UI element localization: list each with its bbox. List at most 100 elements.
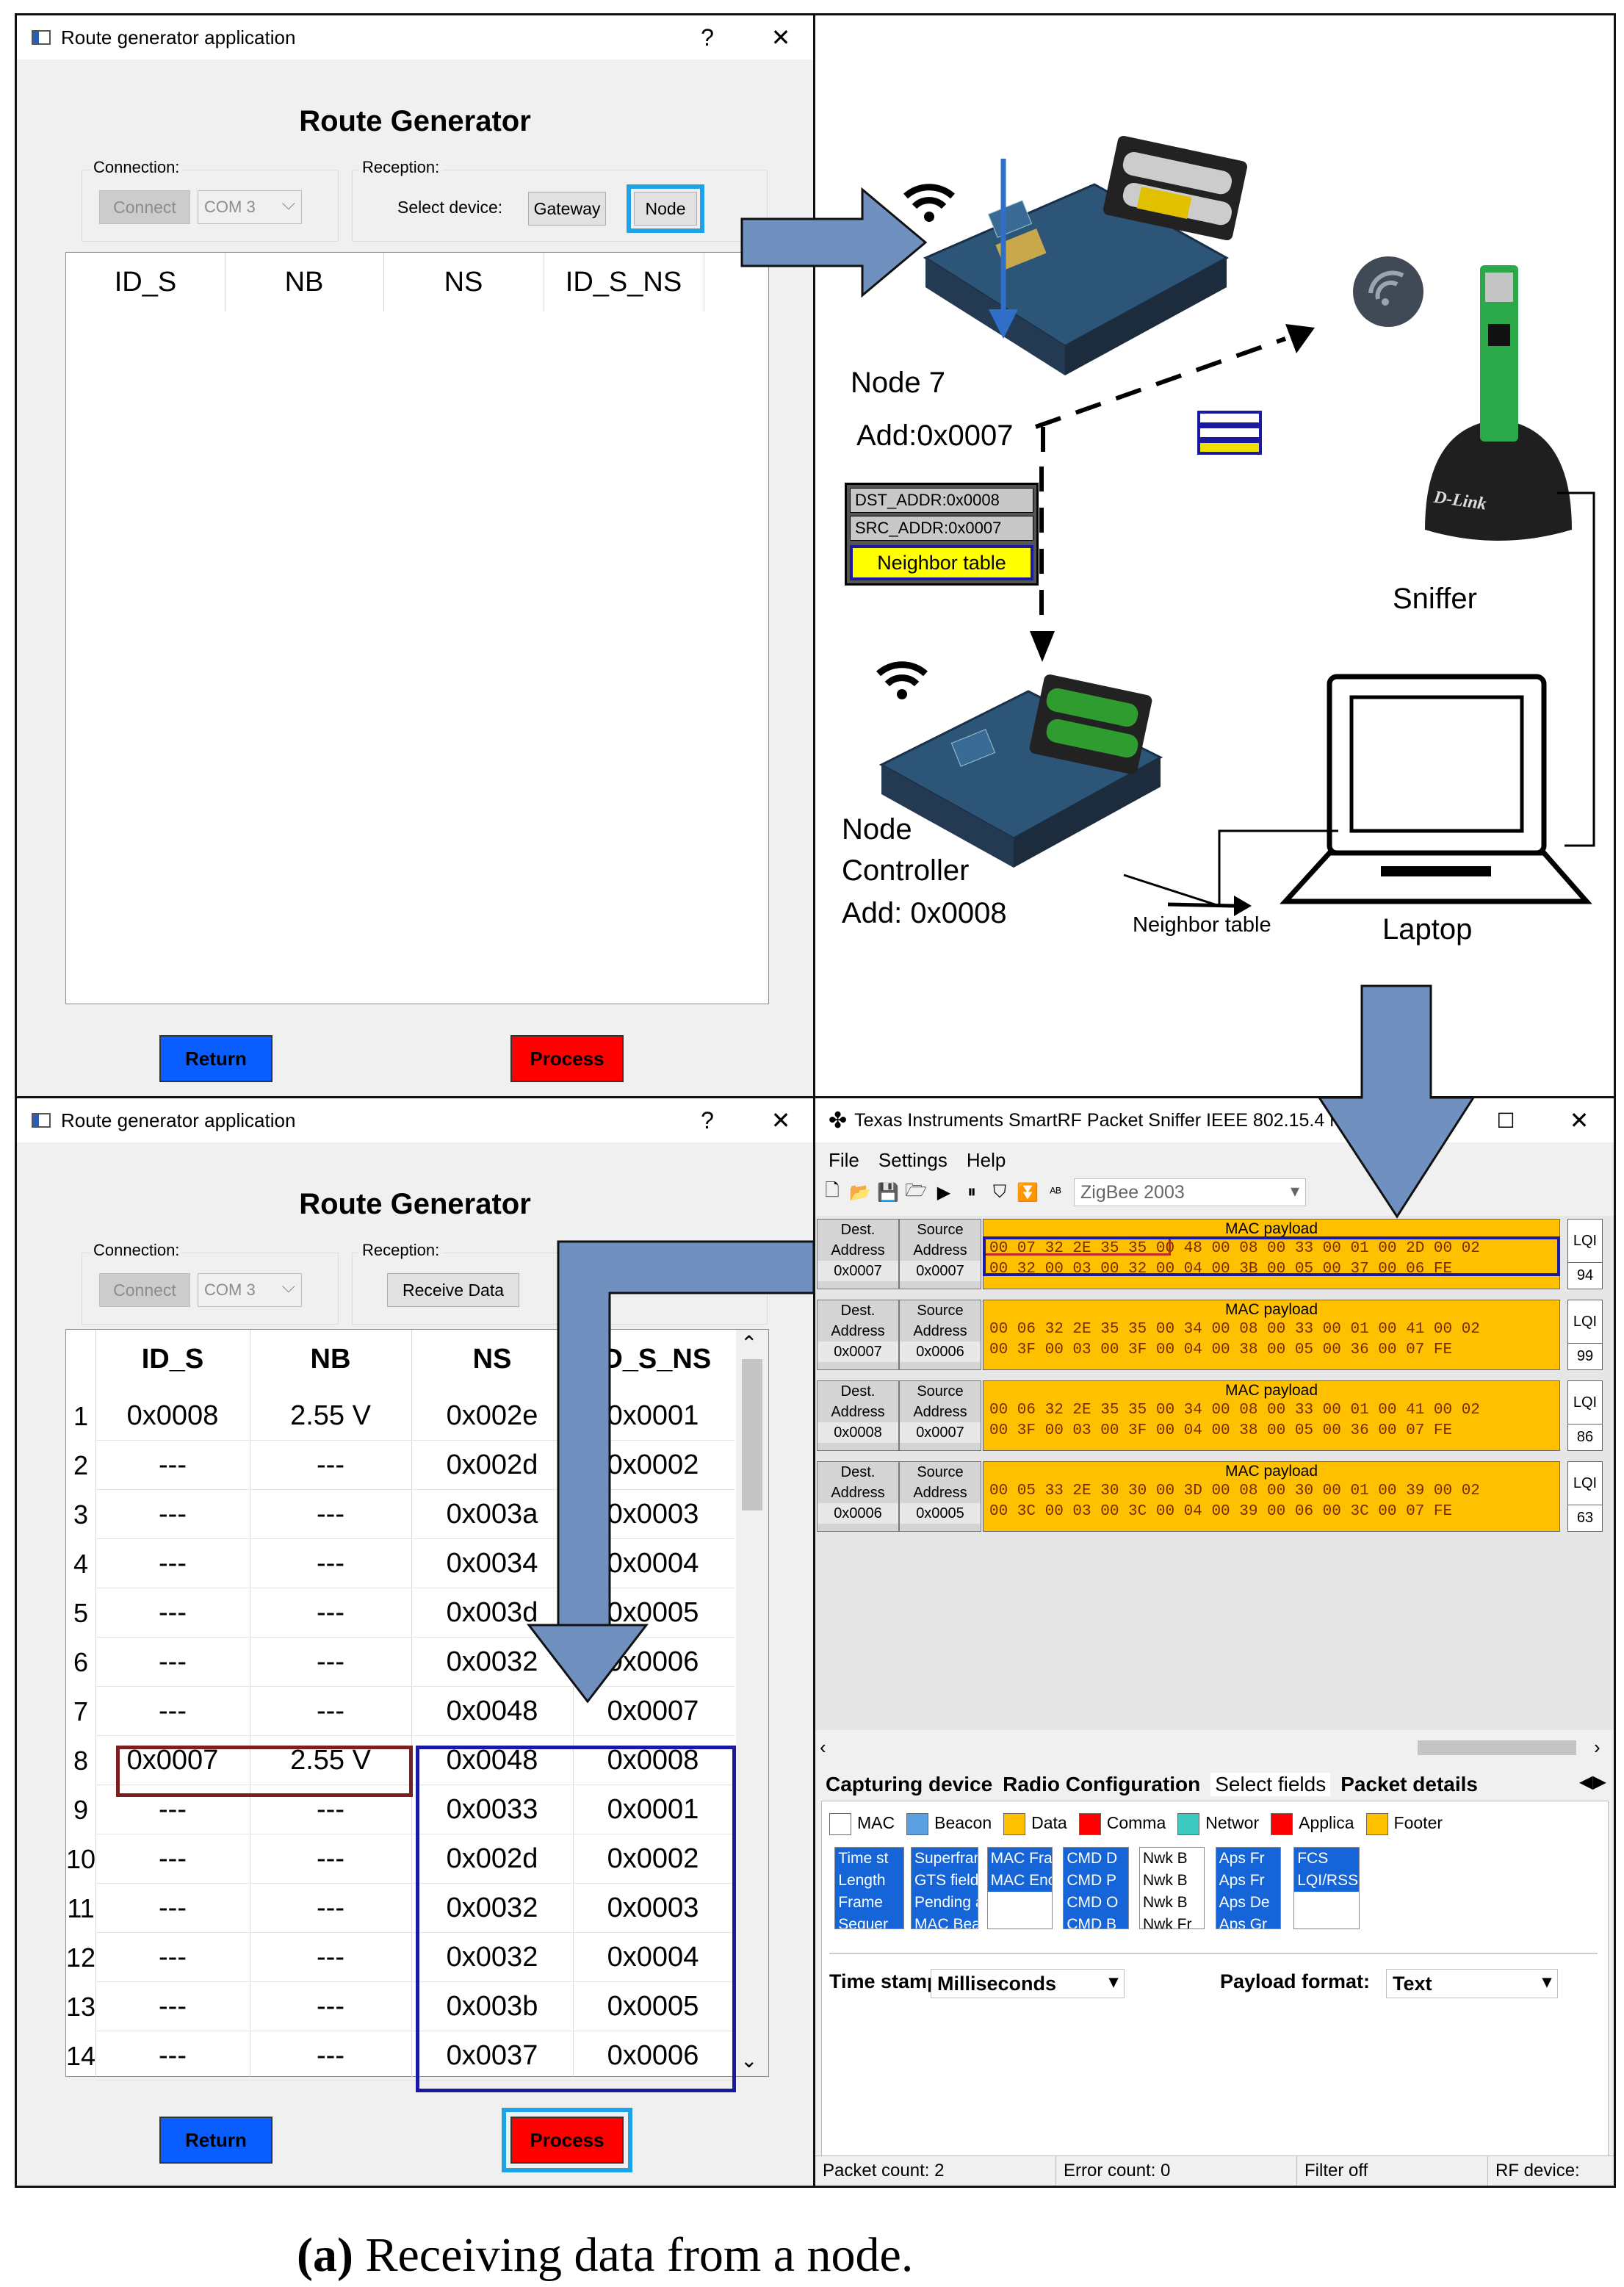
cell-nb[interactable]: --- [317,1696,344,1726]
new-icon[interactable]: 🗋 [825,1180,840,1200]
cell-id-s-ns[interactable]: 0x0005 [607,1991,699,2022]
filter-icon[interactable]: ⛉ [993,1182,1006,1202]
packet-row[interactable]: Dest. Address 0x0008 Source Address 0x00… [815,1380,1614,1454]
field-option[interactable]: Aps De [1216,1892,1280,1914]
row-number[interactable]: 3 [73,1499,89,1530]
pause-icon[interactable]: ⏸ [967,1182,976,1202]
field-option[interactable]: Superfram [911,1848,978,1870]
cell-nb[interactable]: --- [317,1892,344,1923]
cell-id-s[interactable]: --- [159,1449,187,1480]
cell-id-s-ns[interactable]: 0x0003 [607,1892,699,1923]
payload-format-select[interactable]: Text ▾ [1386,1969,1558,1998]
scrollbar-thumb[interactable] [742,1359,762,1510]
cell-ns[interactable]: 0x0037 [446,2040,538,2071]
field-list[interactable]: SuperframGTS fieldsPending adMAC BeacMAC… [910,1847,979,1929]
row-number[interactable]: 11 [67,1892,95,1923]
tab-packet-details[interactable]: Packet details [1340,1773,1478,1796]
cell-ns[interactable]: 0x003b [446,1991,538,2022]
menu-file[interactable]: File [829,1148,859,1171]
row-number[interactable]: 13 [65,1991,96,2022]
cell-id-s[interactable]: --- [159,1843,187,1874]
cell-id-s[interactable]: --- [159,1646,187,1677]
row-number[interactable]: 8 [73,1745,89,1776]
cell-id-s[interactable]: --- [159,1991,187,2022]
cell-nb[interactable]: --- [317,1548,344,1579]
node-button[interactable]: Node [634,192,697,226]
cell-ns[interactable]: 0x0032 [446,1892,538,1923]
column-header-ns[interactable]: NS [444,266,483,298]
cell-id-s[interactable]: --- [159,1548,187,1579]
help-button[interactable]: ? [701,1106,714,1134]
field-option[interactable]: MAC Fram [987,1848,1052,1870]
cell-ns[interactable]: 0x0032 [446,1942,538,1973]
field-option[interactable]: Length [835,1870,904,1892]
field-option[interactable]: Pending ad [911,1892,978,1914]
com-port-select[interactable]: COM 3 ⌵ [198,190,302,224]
cell-ns[interactable]: 0x0032 [446,1646,538,1677]
cell-id-s-ns[interactable]: 0x0001 [607,1794,699,1825]
tab-select-fields[interactable]: Select fields [1210,1773,1331,1796]
horizontal-scrollbar[interactable]: ‹ › [815,1736,1614,1758]
menu-settings[interactable]: Settings [878,1148,948,1171]
column-header-ns[interactable]: NS [472,1343,512,1375]
cell-id-s[interactable]: 0x0008 [126,1400,219,1431]
field-option[interactable]: Aps Gr [1216,1914,1280,1928]
cell-id-s-ns[interactable]: 0x0004 [607,1942,699,1973]
cell-nb[interactable]: 2.55 V [290,1400,371,1431]
field-option[interactable]: CMD D [1064,1848,1128,1870]
packet-row[interactable]: Dest. Address 0x0006 Source Address 0x00… [815,1461,1614,1535]
row-number[interactable]: 10 [65,1843,96,1874]
field-option[interactable]: Nwk Fr [1143,1916,1192,1929]
cell-nb[interactable]: --- [317,1942,344,1973]
field-option[interactable]: Aps Fr [1216,1870,1280,1892]
cell-ns[interactable]: 0x003a [446,1499,538,1530]
cell-id-s-ns[interactable]: 0x0007 [607,1696,699,1726]
column-header-nb[interactable]: NB [310,1343,351,1375]
help-button[interactable]: ? [701,24,714,51]
row-number[interactable]: 14 [65,2040,96,2071]
field-option[interactable]: Time st [835,1848,904,1870]
scroll-down-icon[interactable]: ⏬ [1017,1182,1039,1203]
timestamp-select[interactable]: Milliseconds ▾ [931,1969,1125,1998]
tab-scroll-arrows[interactable]: ◀▶ [1579,1772,1606,1792]
cell-id-s-ns[interactable]: 0x0002 [607,1843,699,1874]
cell-nb[interactable]: --- [317,1646,344,1677]
return-button[interactable]: Return [159,2117,273,2164]
row-number[interactable]: 12 [65,1942,96,1973]
cell-id-s-ns[interactable]: 0x0004 [607,1548,699,1579]
scroll-up-icon[interactable]: ⌃ [740,1332,758,1355]
field-option[interactable]: Sequer [835,1914,904,1928]
cell-id-s[interactable]: --- [159,1892,187,1923]
cell-id-s[interactable]: --- [159,2040,187,2071]
row-number[interactable]: 7 [73,1696,89,1726]
cell-id-s[interactable]: --- [159,1696,187,1726]
scroll-right-icon[interactable]: › [1594,1736,1600,1758]
row-number[interactable]: 4 [73,1548,89,1579]
cell-id-s-ns[interactable]: 0x0008 [607,1745,699,1776]
cell-ns[interactable]: 0x0033 [446,1794,538,1825]
cell-id-s[interactable]: --- [159,1499,187,1530]
return-button[interactable]: Return [159,1035,273,1082]
field-option[interactable]: FCS [1294,1848,1359,1870]
cell-ns[interactable]: 0x002e [446,1400,538,1431]
tab-radio-configuration[interactable]: Radio Configuration [1003,1773,1201,1796]
row-number[interactable]: 6 [73,1646,89,1677]
packet-row[interactable]: Dest. Address 0x0007 Source Address 0x00… [815,1300,1614,1373]
cell-nb[interactable]: --- [317,1499,344,1530]
cell-ns[interactable]: 0x0034 [446,1548,538,1579]
field-option[interactable]: CMD O [1064,1892,1128,1914]
cell-id-s[interactable]: --- [159,1794,187,1825]
cell-id-s-ns[interactable]: 0x0003 [607,1499,699,1530]
cell-id-s-ns[interactable]: 0x0001 [607,1400,699,1431]
row-number[interactable]: 5 [73,1597,89,1628]
cell-nb[interactable]: --- [317,1449,344,1480]
column-header-id-s-ns[interactable]: ID_S_NS [565,266,682,298]
column-header-id-s[interactable]: ID_S [114,266,177,298]
menu-help[interactable]: Help [966,1148,1006,1171]
folder-icon[interactable]: 🗁 [905,1180,927,1200]
field-option[interactable]: CMD P [1064,1870,1128,1892]
scrollbar-thumb[interactable] [1418,1740,1576,1755]
field-option[interactable]: CMD B [1064,1914,1128,1928]
maximize-button[interactable]: ☐ [1496,1109,1515,1132]
